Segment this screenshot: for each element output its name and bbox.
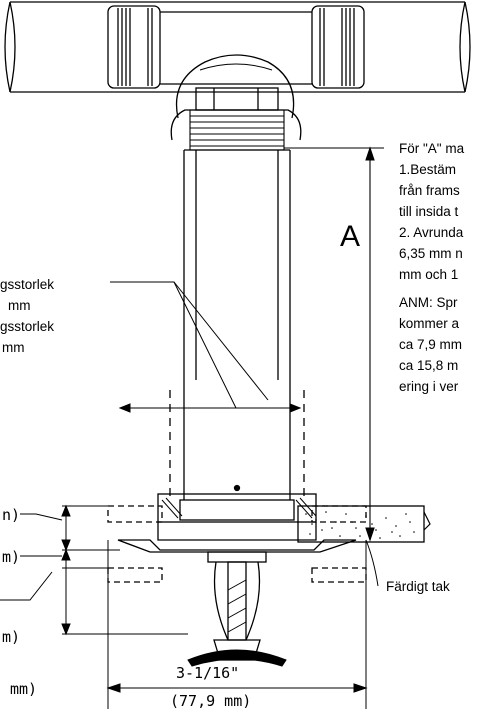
anm-line: ering i ver [399, 379, 459, 394]
left-dimension-stack [0, 504, 188, 636]
note-line: till insida t [399, 204, 459, 219]
sprinkler-head [187, 551, 287, 667]
drop-body [169, 149, 305, 500]
ceiling-section [297, 505, 431, 543]
anm-line: kommer a [399, 316, 460, 331]
installation-note: För "A" ma 1.Bestäm från frams till insi… [399, 138, 464, 285]
note-line: från frams [399, 183, 460, 198]
left-dim-1: n) [2, 506, 20, 524]
pipe-threads [189, 109, 285, 151]
anm-note: ANM: Spr kommer a ca 7,9 mm ca 15,8 m er… [399, 292, 462, 397]
left-dim-4: mm) [10, 680, 37, 698]
size-note: gsstorlek mm gsstorlek mm [0, 274, 54, 358]
dimension-a-label: A [340, 220, 360, 253]
note-line: 1.Bestäm [399, 162, 457, 177]
finished-ceiling-leader [365, 539, 379, 587]
size-line: gsstorlek [0, 277, 55, 292]
note-line: 2. Avrunda [399, 225, 464, 240]
bottom-dim-metric: (77,9 mm) [170, 692, 251, 709]
escutcheon [107, 493, 367, 583]
note-line: 6,35 mm n [399, 246, 463, 261]
note-line: mm och 1 [399, 267, 459, 282]
anm-line: ANM: Spr [399, 295, 458, 310]
anm-line: ca 15,8 m [399, 358, 459, 373]
drop-width-dimension [118, 403, 302, 413]
note-line: För "A" ma [399, 141, 465, 156]
size-line: mm [2, 340, 25, 355]
dimension-a-line [284, 146, 384, 542]
left-dim-3: m) [2, 628, 20, 646]
left-dim-2: m) [2, 548, 20, 566]
size-line: gsstorlek [0, 319, 55, 334]
bottom-dim-imperial: 3-1/16" [176, 664, 239, 682]
supply-pipe [4, 1, 471, 141]
size-leader-lines [110, 281, 269, 409]
anm-line: ca 7,9 mm [399, 337, 463, 352]
size-line: mm [8, 298, 31, 313]
bottom-width-dimension [106, 540, 368, 709]
hex-nut [195, 87, 279, 111]
finished-ceiling-label: Färdigt tak [386, 579, 450, 594]
